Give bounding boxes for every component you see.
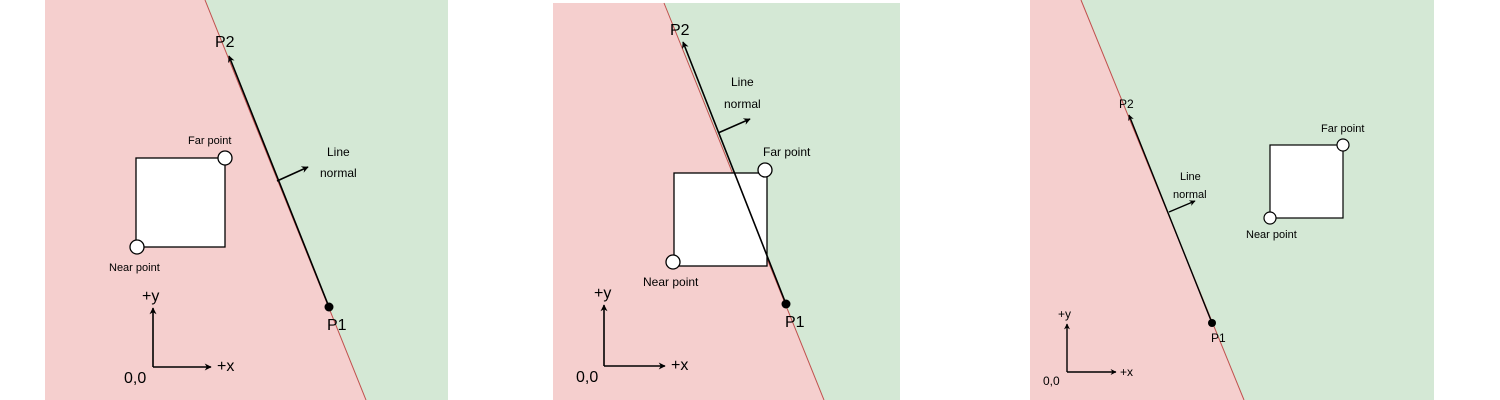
panel-1: P1 P2 Line normal Far point Near point +…: [45, 0, 448, 400]
p2-label: P2: [1119, 97, 1134, 111]
normal-label-line1: Line: [327, 145, 350, 159]
accepted-half-plane: [1081, 0, 1434, 400]
y-axis-label: +y: [142, 288, 159, 305]
near-point-label: Near point: [643, 275, 699, 289]
far-point: [217, 150, 233, 166]
p1-point: [1208, 319, 1216, 327]
clip-line-p1-p2: [682, 41, 787, 305]
far-point: [1336, 138, 1350, 152]
rejected-half-plane: [1030, 0, 1244, 400]
normal-label-line2: normal: [724, 97, 761, 111]
far-point-label: Far point: [1321, 123, 1364, 135]
normal-label-line2: normal: [320, 166, 357, 180]
near-point: [665, 254, 681, 270]
panel-2: P1 P2 Line normal Far point Near point +…: [553, 2, 900, 400]
far-point-label: Far point: [188, 135, 231, 147]
near-point-label: Near point: [1246, 229, 1297, 241]
near-point: [1263, 211, 1277, 225]
panel-3: P1 P2 Line normal Far point Near point +…: [1030, 0, 1434, 400]
p1-label: P1: [785, 314, 805, 331]
x-axis-label: +x: [217, 358, 234, 375]
accepted-half-plane: [664, 3, 900, 400]
far-point: [757, 162, 773, 178]
bounding-box: [673, 172, 768, 267]
p1-point: [324, 302, 334, 312]
p1-point: [781, 299, 791, 309]
x-axis-label: +x: [1120, 365, 1133, 379]
p1-label: P1: [327, 317, 347, 334]
clip-line-p1-p2: [228, 55, 330, 308]
origin-label: 0,0: [1043, 374, 1060, 388]
line-normal-arrow: [1168, 200, 1196, 213]
p1-label: P1: [1211, 331, 1226, 345]
bounding-box: [1269, 144, 1344, 219]
normal-label-line1: Line: [1180, 171, 1201, 183]
bounding-box: [135, 157, 226, 248]
far-point-label: Far point: [763, 145, 811, 159]
near-point: [129, 239, 145, 255]
accepted-half-plane: [205, 0, 448, 400]
clip-line-p1-p2: [1128, 114, 1213, 324]
p2-label: P2: [215, 34, 235, 51]
line-normal-arrow: [717, 118, 751, 134]
p2-label: P2: [670, 22, 690, 39]
origin-label: 0,0: [576, 369, 598, 386]
y-axis-label: +y: [594, 285, 611, 302]
normal-label-line1: Line: [731, 75, 754, 89]
y-axis-label: +y: [1058, 307, 1071, 321]
origin-label: 0,0: [124, 370, 146, 387]
x-axis-label: +x: [671, 357, 688, 374]
half-plane-boundary: [204, 0, 367, 400]
normal-label-line2: normal: [1173, 189, 1207, 201]
line-normal-arrow: [276, 166, 309, 182]
near-point-label: Near point: [109, 262, 160, 274]
